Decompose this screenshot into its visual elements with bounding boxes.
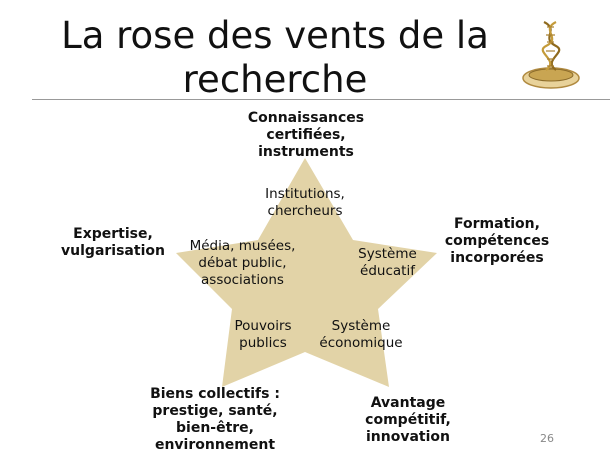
label-biens-collectifs: Biens collectifs : prestige, santé, bien… (150, 386, 280, 453)
page-number: 26 (540, 432, 554, 445)
star-label-media: Média, musées, débat public, association… (189, 238, 296, 288)
label-formation: Formation, compétences incorporées (444, 216, 550, 266)
star-label-systeme-educatif: Système éducatif (358, 246, 417, 279)
label-expertise: Expertise, vulgarisation (61, 226, 165, 259)
dna-helix-in-bowl-icon (522, 21, 580, 89)
star-label-pouvoirs-publics: Pouvoirs publics (234, 318, 292, 351)
star-label-systeme-economique: Système économique (319, 318, 403, 351)
title-divider (32, 99, 610, 100)
label-connaissances: Connaissances certifiées, instruments (247, 110, 365, 160)
label-avantage: Avantage compétitif, innovation (365, 395, 451, 445)
slide-title: La rose des vents de la recherche (61, 14, 489, 101)
star-label-institutions: Institutions, chercheurs (265, 186, 345, 219)
